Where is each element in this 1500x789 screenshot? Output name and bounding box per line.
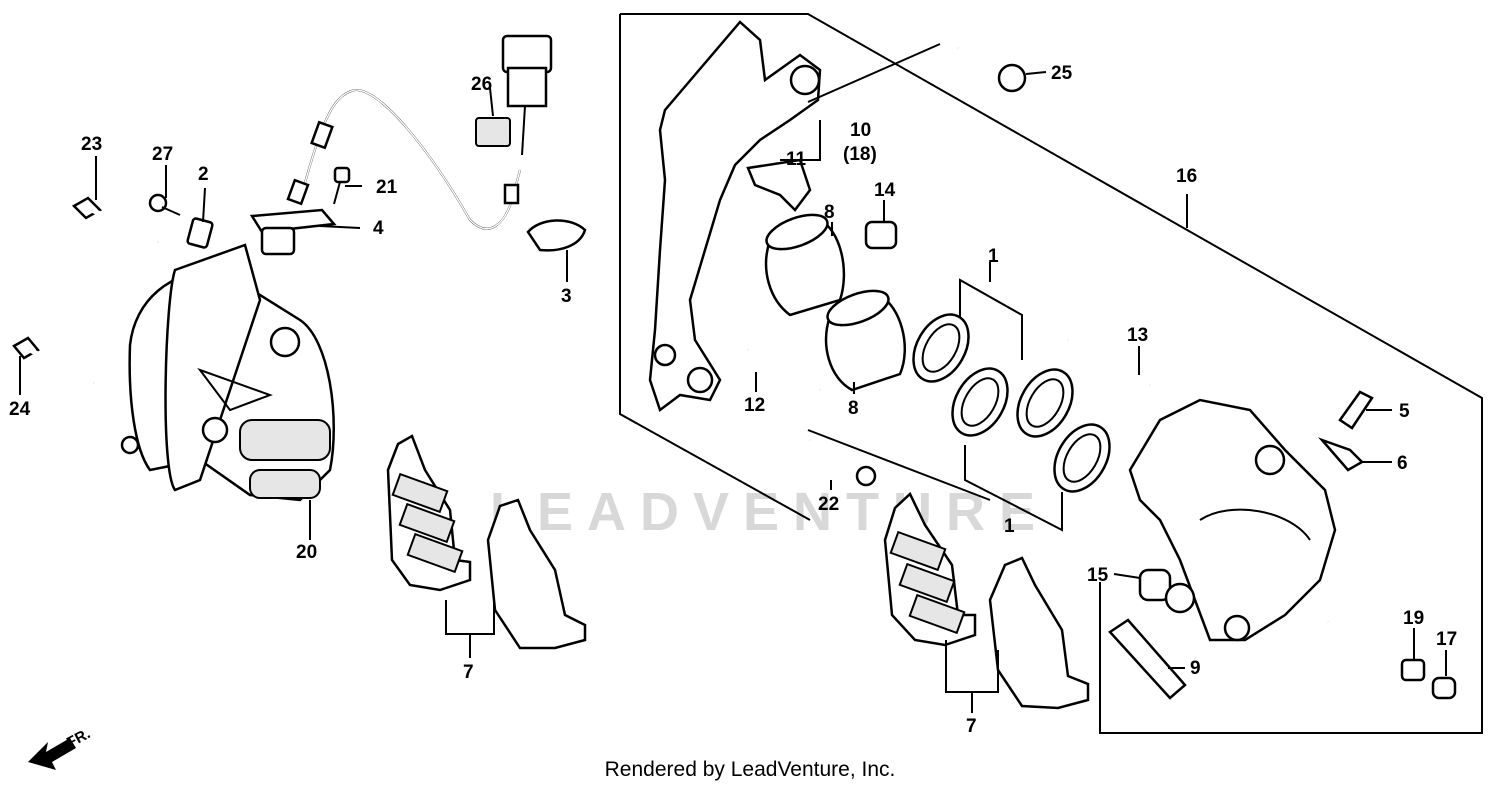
- left-caliper-assembly: [120, 243, 335, 502]
- callout-21: 21: [376, 177, 398, 198]
- bolt-22: [808, 437, 877, 487]
- callout-23: 23: [81, 134, 102, 155]
- callout-13: 13: [1127, 325, 1148, 346]
- right-caliper-body: [1128, 398, 1337, 642]
- callout-10: 10: [850, 120, 871, 141]
- callout-19: 19: [1403, 608, 1424, 629]
- callout-labels: 1 1 2 3 4 5 6 7 7 8 8 9 10 (18) 11 12 13…: [9, 63, 1457, 737]
- cap-6: [1317, 437, 1365, 472]
- callout-1-bottom: 1: [1004, 516, 1015, 537]
- pin-19: [1326, 619, 1426, 682]
- piston-seals: [912, 278, 1111, 532]
- callout-6: 6: [1397, 453, 1408, 474]
- clamp-3: [526, 219, 587, 252]
- callout-8-top: 8: [824, 202, 835, 223]
- callout-17: 17: [1436, 629, 1457, 650]
- retainer-9: [1108, 618, 1187, 700]
- callout-7-left: 7: [463, 662, 474, 683]
- piston-lower: [824, 289, 907, 392]
- bolt-21: [333, 166, 351, 205]
- callout-7-right: 7: [966, 716, 977, 737]
- plug-17: [1431, 676, 1457, 700]
- callout-20: 20: [296, 542, 317, 563]
- callout-22: 22: [818, 494, 839, 515]
- bolt-24: [12, 336, 96, 386]
- callout-27: 27: [152, 144, 173, 165]
- connector-part: [475, 34, 553, 156]
- callout-4: 4: [373, 218, 384, 239]
- right-brake-pads: [883, 491, 1090, 710]
- callout-14: 14: [874, 180, 896, 201]
- watermark-text: LEADVENTURE: [490, 482, 1049, 542]
- callout-15: 15: [1087, 565, 1109, 586]
- callout-5: 5: [1399, 401, 1410, 422]
- brake-hose: [286, 88, 521, 230]
- callout-1-top: 1: [988, 246, 999, 267]
- callout-12: 12: [744, 395, 765, 416]
- callout-18-paren: (18): [843, 144, 877, 165]
- bolt-23: [71, 196, 160, 245]
- pin-12: [746, 347, 822, 393]
- boot-15: [1138, 568, 1196, 614]
- nipple-2: [186, 217, 214, 249]
- screw-27: [148, 193, 181, 216]
- cap-14: [864, 220, 898, 250]
- callout-9: 9: [1190, 658, 1201, 679]
- footer-credit: Rendered by LeadVenture, Inc.: [604, 758, 896, 781]
- caliper-bracket: [648, 20, 822, 413]
- piston-upper: [764, 213, 846, 317]
- callout-24: 24: [9, 399, 31, 420]
- pin-13: [1066, 337, 1152, 388]
- callout-25: 25: [1051, 63, 1073, 84]
- sensor-4: [249, 208, 337, 256]
- callout-16: 16: [1176, 166, 1197, 187]
- caliper-group-outline: [619, 13, 1483, 734]
- left-brake-pads: [386, 434, 587, 650]
- bleeder-5: [1338, 390, 1374, 430]
- leader-lines: [19, 71, 1447, 713]
- callout-11: 11: [786, 149, 807, 170]
- bolt-25: [807, 43, 1027, 103]
- callout-8-bottom: 8: [848, 398, 859, 419]
- callout-3: 3: [561, 286, 572, 307]
- callout-26: 26: [471, 74, 492, 95]
- callout-2: 2: [198, 164, 209, 185]
